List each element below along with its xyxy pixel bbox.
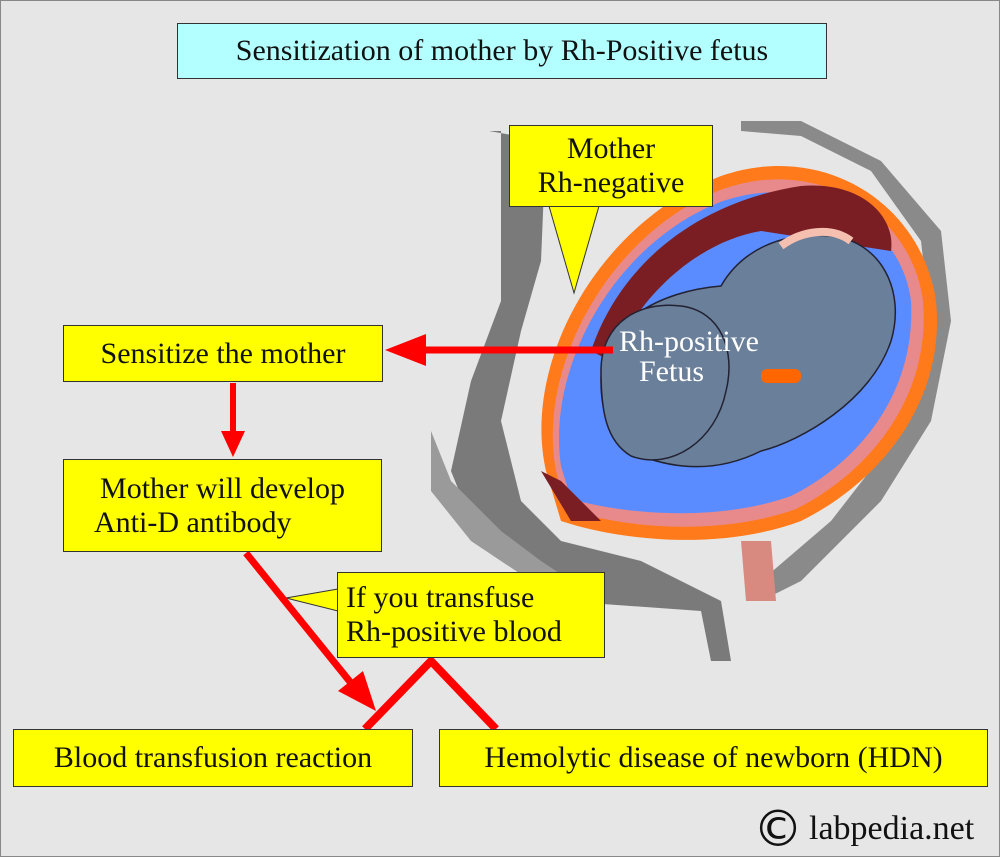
transfuse-callout: If you transfuse Rh-positive blood xyxy=(337,572,605,658)
mother-body-outline xyxy=(451,131,731,661)
cord-marker xyxy=(761,369,801,383)
develop-box: Mother will develop Anti-D antibody xyxy=(63,459,382,552)
copyright-icon: © xyxy=(753,800,803,857)
fetus-label: Rh-positive Fetus xyxy=(619,327,759,387)
copyright-text: labpedia.net xyxy=(809,810,975,847)
mother-callout: Mother Rh-negative xyxy=(509,125,713,207)
reaction-text: Blood transfusion reaction xyxy=(53,741,373,774)
arrow-develop-to-reaction xyxy=(243,550,376,711)
sensitize-text: Sensitize the mother xyxy=(100,336,346,370)
develop-line1: Mother will develop xyxy=(100,471,345,505)
umbilical-cord xyxy=(778,227,854,250)
develop-line2: Anti-D antibody xyxy=(94,505,292,539)
cervix xyxy=(541,471,601,521)
transfuse-line1: If you transfuse xyxy=(346,581,535,614)
fetus-label-line1: Rh-positive xyxy=(619,325,759,358)
title-box: Sensitization of mother by Rh-Positive f… xyxy=(177,23,827,79)
transfuse-branch-lines xyxy=(362,655,499,732)
arrow-sensitize-to-develop xyxy=(221,383,245,457)
fetus-head xyxy=(600,304,730,461)
reaction-box: Blood transfusion reaction xyxy=(13,729,413,787)
sensitize-box: Sensitize the mother xyxy=(63,325,383,382)
fetus-label-line2: Fetus xyxy=(639,355,705,388)
vagina-wall xyxy=(741,541,776,601)
spine-region xyxy=(741,121,951,601)
title-text: Sensitization of mother by Rh-Positive f… xyxy=(235,34,769,67)
arrow-fetus-to-sensitize xyxy=(385,334,613,366)
mother-callout-line1: Mother xyxy=(566,132,656,165)
copyright-watermark: © labpedia.net xyxy=(753,800,975,857)
transfuse-line2: Rh-positive blood xyxy=(346,615,562,648)
hdn-text: Hemolytic disease of newborn (HDN) xyxy=(484,741,943,774)
mother-callout-line2: Rh-negative xyxy=(537,166,685,199)
hdn-box: Hemolytic disease of newborn (HDN) xyxy=(439,729,988,787)
